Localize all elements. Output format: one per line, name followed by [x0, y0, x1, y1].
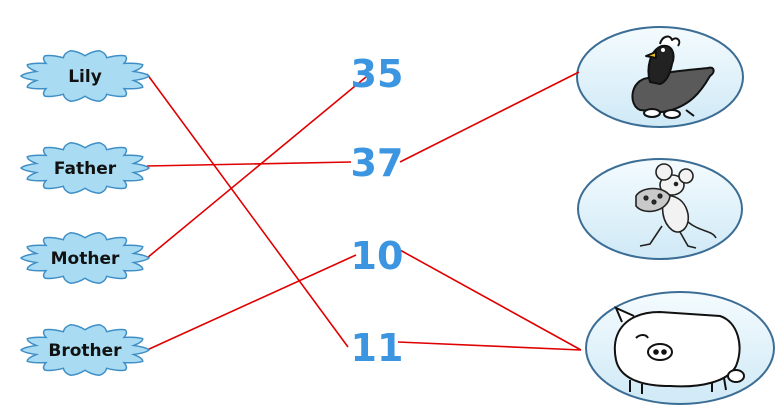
hen-oval: [576, 26, 744, 128]
cloud-brother: Brother: [19, 323, 151, 377]
connection-father-n37: [146, 161, 352, 167]
connection-mother-n35: [146, 76, 367, 259]
number-11: 11: [351, 326, 404, 370]
connection-lily-n11: [146, 73, 349, 348]
cloud-mother: Mother: [19, 231, 151, 285]
hen-icon: [631, 35, 715, 119]
pig-oval: [585, 291, 775, 405]
number-10: 10: [351, 234, 404, 278]
connection-n37-hen: [399, 71, 580, 163]
mouse-icon: [635, 163, 717, 249]
person-label-lily: Lily: [68, 67, 102, 87]
cloud-lily: Lily: [19, 49, 151, 103]
number-labels: 35 37 10 11: [351, 52, 404, 370]
connection-n11-pig: [397, 341, 582, 351]
person-label-father: Father: [54, 159, 117, 179]
person-label-mother: Mother: [51, 249, 120, 269]
pig-icon: [613, 306, 745, 394]
connection-lines: [146, 71, 582, 351]
connection-brother-n10: [146, 254, 357, 351]
mouse-oval: [577, 158, 743, 260]
number-37: 37: [351, 141, 404, 185]
connection-n10-pig: [399, 249, 582, 351]
number-35: 35: [351, 52, 404, 96]
cloud-shape: [19, 323, 151, 377]
cloud-shape: [19, 141, 151, 195]
cloud-father: Father: [19, 141, 151, 195]
cloud-shape: [19, 49, 151, 103]
cloud-shape: [19, 231, 151, 285]
person-label-brother: Brother: [48, 341, 122, 361]
